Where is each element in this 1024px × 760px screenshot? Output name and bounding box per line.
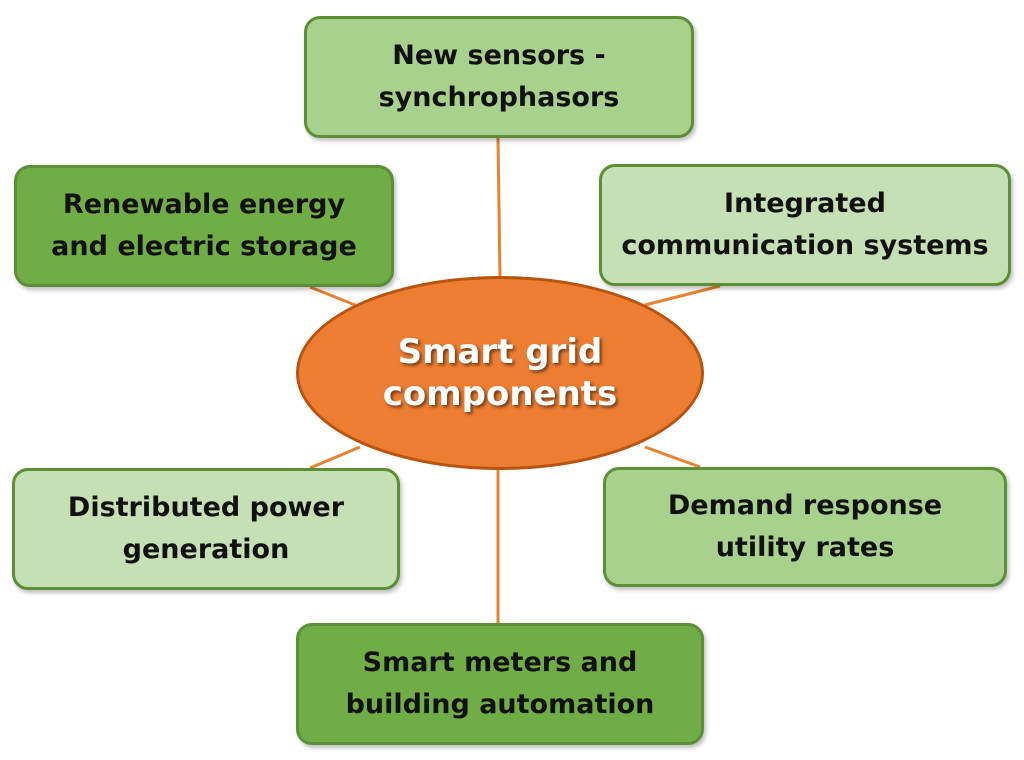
center-label: Smart grid components bbox=[382, 332, 618, 414]
component-label: Integrated communication systems bbox=[621, 188, 989, 261]
connector-distributed bbox=[309, 445, 361, 470]
component-demand-response: Demand response utility rates bbox=[603, 467, 1007, 587]
center-node: Smart grid components bbox=[296, 276, 704, 470]
connector-communication bbox=[644, 284, 721, 307]
component-renewable-energy: Renewable energy and electric storage bbox=[14, 165, 394, 287]
component-label: Demand response utility rates bbox=[667, 490, 943, 563]
component-distributed-generation: Distributed power generation bbox=[12, 468, 400, 590]
component-label: Renewable energy and electric storage bbox=[51, 189, 357, 262]
connector-demand bbox=[644, 445, 701, 469]
connector-renewable bbox=[309, 285, 356, 307]
component-label: New sensors - synchrophasors bbox=[378, 40, 620, 113]
connector-sensors bbox=[496, 137, 502, 279]
component-label: Smart meters and building automation bbox=[345, 647, 655, 720]
component-label: Distributed power generation bbox=[67, 492, 345, 565]
component-new-sensors: New sensors - synchrophasors bbox=[304, 16, 694, 138]
component-smart-meters: Smart meters and building automation bbox=[296, 623, 704, 745]
component-communication-systems: Integrated communication systems bbox=[599, 164, 1011, 286]
